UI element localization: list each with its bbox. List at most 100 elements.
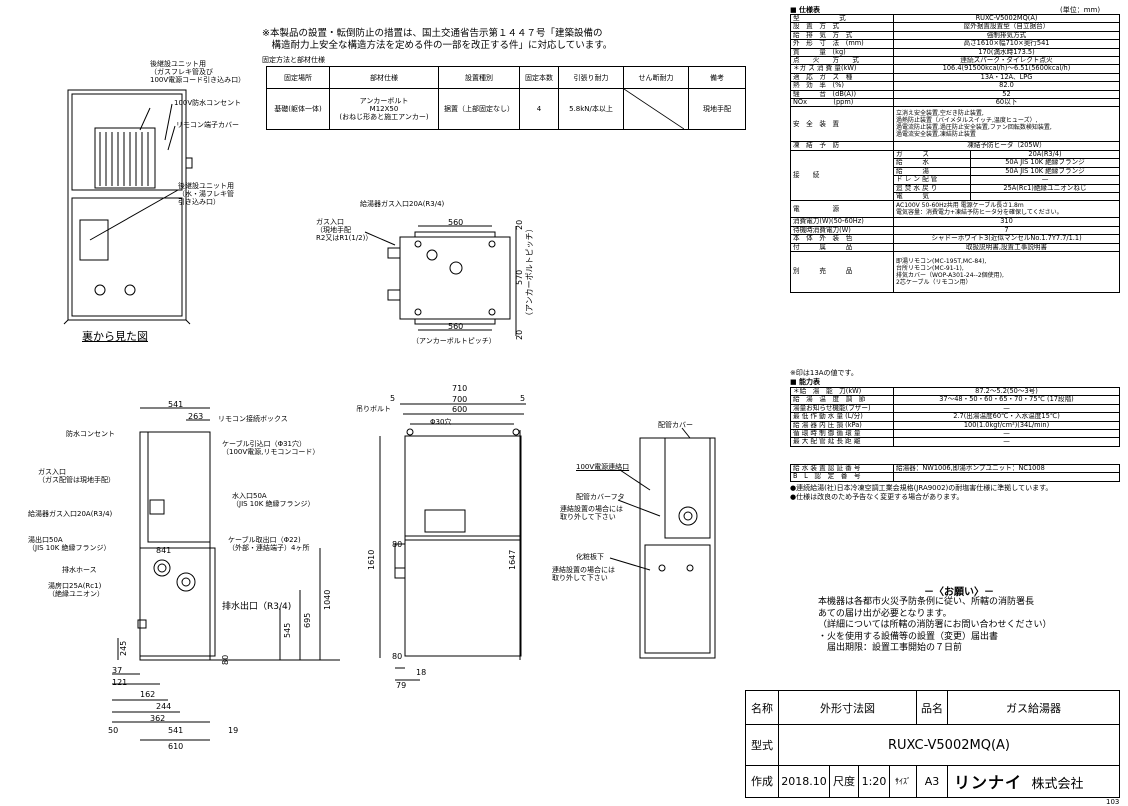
spec-key: NOx (ppm) [790, 98, 894, 108]
dim-541-top: 541 [168, 400, 184, 409]
spec-key: 電 源 [790, 200, 894, 219]
heater-gas-inlet-label: 給湯器ガス入口20A(R3/4) [28, 510, 113, 518]
spec-key: 消費電力(W)(50-60Hz) [790, 217, 894, 227]
fixing-cell: 現地手配 [688, 88, 746, 130]
spec-key: 接 続 [790, 149, 894, 202]
plate-note: 連結設置の場合には 取り外して下さい [552, 566, 615, 582]
title-block-row-info: 作成 2018.10 尺度 1:20 ｻｲｽﾞ A3 リンナイ 株式会社 [745, 764, 1120, 799]
approval-key: B L 認 定 番 号 [790, 472, 894, 482]
doc-code: 103 [1106, 798, 1120, 806]
cable-inlet-label: ケーブル引込口（Φ31穴） （100V電源,リモコンコード） [222, 440, 320, 456]
spec-unit: (単位：mm) [1060, 6, 1101, 14]
dim-20a: 20 [515, 220, 524, 230]
dim-5-right: 5 [520, 394, 526, 403]
please-body: 本機器は各都市火災予防条例に従い、所轄の消防署長 あての届け出が必要となります。… [818, 597, 1052, 653]
back-view-caption: 裏から見た図 [82, 330, 148, 343]
perf-row: 最 低 作 動 水 量 (L/分)2.7(出湯温度60℃・入水温度15℃) [790, 412, 1120, 422]
spec-key: 熱 効 率 (%) [790, 81, 894, 91]
dim-1040: 1040 [323, 590, 332, 610]
dim-245: 245 [119, 641, 128, 656]
dim-560-bottom: 560 [448, 322, 464, 331]
dim-244: 244 [156, 702, 172, 711]
perf-title: ■ 能力表 [790, 378, 821, 386]
dim-80-front-b: 80 [392, 652, 403, 661]
dim-80-front-a: 80 [392, 540, 403, 549]
perf-key: 最 大 配 管 延 長 距 離 [790, 437, 894, 447]
right-view-drawing [609, 427, 716, 659]
cable-outlet-label: ケーブル取出口（Φ22) （外部・連結端子）4ヶ所 [228, 536, 310, 552]
dim-37: 37 [112, 666, 123, 675]
dim-600: 600 [452, 405, 468, 414]
spec-value: 25A(Rc1)絶縁ユニオンねじ [970, 183, 1120, 193]
fixing-cell: 基礎(躯体一体) [266, 88, 330, 130]
approval-value: 給湯器：NW1006,即湯ポンプユニット：NC1008 [893, 463, 1120, 474]
lid-note: 連結設置の場合には 取り外して下さい [560, 505, 623, 521]
scale-label: 尺度 [829, 764, 859, 799]
dim-545: 545 [283, 623, 292, 638]
spec-value: 凍結予防ヒータ（205W） [893, 141, 1120, 151]
dim-50: 50 [108, 726, 119, 735]
approval-value [893, 472, 1120, 482]
back-view-drawing [63, 89, 193, 325]
spec-row: 外 形 寸 法 (mm)高さ1610×幅710×奥行541 [790, 39, 1120, 49]
installation-notice: ※本製品の設置・転倒防止の措置は、国土交通省告示第１４４７号「建築設備の 構造耐… [262, 28, 613, 51]
spec-row-connect: 電 気 [791, 191, 1120, 202]
please-title: －〈お願い〉－ [924, 587, 994, 598]
title-block-row-name: 名称 外形寸法図 品名 ガス給湯器 [745, 689, 1120, 726]
spec-subkey: 電 気 [893, 191, 971, 202]
spec-key: 凍 結 予 防 [790, 141, 894, 151]
scale-value: 1:20 [858, 764, 890, 799]
fixing-table-row: 基礎(躯体一体) アンカーボルト M12X50 (おねじ形あと施工アンカー) 据… [266, 88, 746, 130]
spec-value: 立消え安全装置,空だき防止装置, 過熱防止装置（バイメタルスイッチ,温度ヒューズ… [893, 106, 1120, 143]
diagonal-slash-icon [624, 89, 684, 129]
spec-row-safety: 安 全 装 置立消え安全装置,空だき防止装置, 過熱防止装置（バイメタルスイッチ… [790, 106, 1120, 143]
bottom-view-drawing [364, 225, 517, 336]
approval-note-2: ●仕様は改良のため予告なく変更する場合があります。 [790, 493, 964, 501]
gas-inlet-label: ガス入口 （ガス配管は現地手配） [38, 468, 115, 484]
fixing-table: 固定場所 部材仕様 設置種別 固定本数 引張り耐力 せん断耐力 備考 基礎(躯体… [266, 66, 746, 130]
size-value: A3 [916, 764, 948, 799]
dim-263: 263 [188, 412, 204, 421]
approval-table: 給 水 装 置 認 証 番 号給湯器：NW1006,即湯ポンプユニット：NC10… [790, 463, 1120, 482]
please-notice: －〈お願い〉－ 本機器は各都市火災予防条例に従い、所轄の消防署長 あての届け出が… [810, 585, 1108, 661]
fixing-cell: アンカーボルト M12X50 (おねじ形あと施工アンカー) [329, 88, 439, 130]
anchor-pitch-label: （アンカーボルトピッチ） [412, 337, 496, 345]
spec-note: ※印は13Aの値です。 [790, 369, 858, 377]
spec-subkey: ド レ ン 配 管 [893, 175, 971, 185]
dim-570: 570 [515, 270, 524, 285]
fixing-cell-shear [623, 88, 689, 130]
spec-value: 60以下 [893, 98, 1120, 108]
drain-hose-label: 排水ホース [62, 566, 97, 574]
hole-label: Φ30穴 [430, 418, 452, 426]
approval-note-1: ●連続給湯(社)日本冷凍空調工業会規格(JRA9002)の耐塩害仕様に準拠してい… [790, 484, 1053, 492]
product-label: 品名 [916, 689, 948, 726]
dim-5-left: 5 [390, 394, 396, 403]
drawing-canvas: 570 （アンカーボルトピッチ） 20 20 1040 695 545 245 … [63, 89, 716, 741]
perf-value: — [893, 437, 1120, 447]
dim-362: 362 [150, 714, 166, 723]
title-block: 名称 外形寸法図 品名 ガス給湯器 型式 RUXC-V5002MQ(A) 作成 … [745, 689, 1120, 799]
dim-20b: 20 [515, 330, 524, 340]
outlet-100v-label: 100V防水コンセント [174, 99, 242, 107]
pipe-cover-label: 配管カバー [658, 421, 693, 429]
remote-cover-label: リモコン端子カバー [176, 121, 239, 129]
name-value: 外形寸法図 [778, 689, 917, 726]
perf-row: 最 大 配 管 延 長 距 離— [790, 437, 1120, 447]
dim-695: 695 [303, 613, 312, 628]
spec-title: ■ 仕様表 [790, 6, 821, 14]
remote-box-label: リモコン接続ボックス [218, 415, 288, 423]
dim-80-side: 80 [221, 655, 230, 665]
gas-inlet-local-label: ガス入口 （現地手配 R2又はR1(1/2)） [316, 218, 373, 242]
drain-outlet-label: 排水出口（R3/4) [222, 602, 292, 612]
perf-value: 2.7(出湯温度60℃・入水温度15℃) [893, 412, 1120, 422]
company-brand: リンナイ [954, 773, 1023, 793]
spec-key: 本 体 外 装 色 [790, 234, 894, 244]
dim-1647: 1647 [508, 550, 517, 570]
front-view-drawing [379, 403, 526, 681]
spec-row: 凍 結 予 防凍結予防ヒータ（205W） [790, 141, 1120, 151]
spec-row: NOx (ppm)60以下 [790, 98, 1120, 108]
